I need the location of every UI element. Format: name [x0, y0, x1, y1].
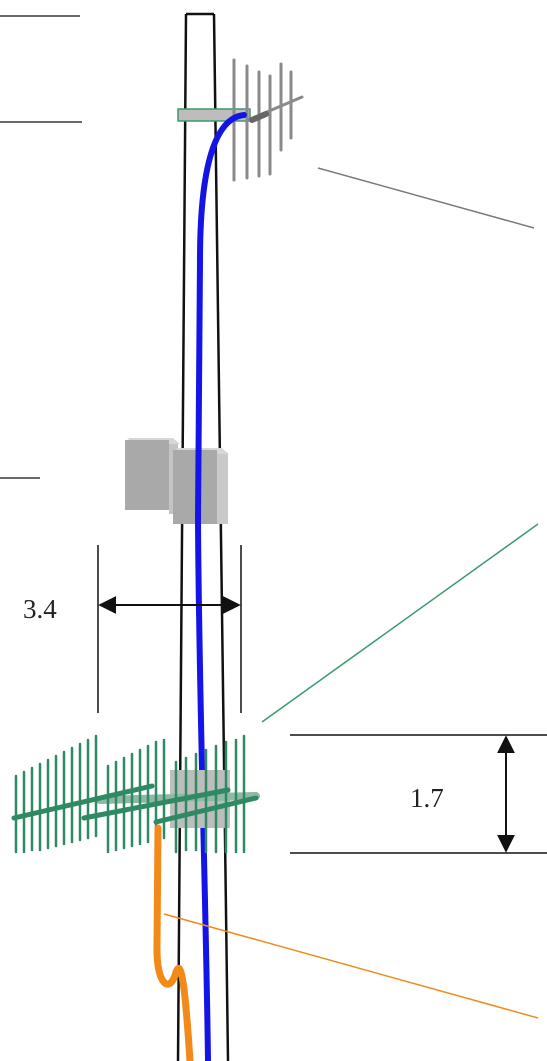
equipment-box-left — [125, 438, 180, 514]
top-antenna-boom-end — [249, 111, 269, 123]
equipment-box-right — [173, 448, 229, 524]
top-antenna-leader-line — [317, 167, 535, 229]
pole — [176, 12, 230, 1061]
orange-cable — [153, 824, 194, 1061]
height-dimension — [290, 734, 547, 854]
width-dimension — [97, 545, 242, 713]
orange-cable-leader-line — [163, 913, 539, 1019]
yagi-antenna-array — [11, 734, 260, 854]
top-antenna — [232, 58, 304, 182]
height-dimension-label: 1.7 — [410, 783, 444, 813]
width-dimension-label: 3.4 — [23, 594, 57, 624]
yagi-antenna-leader-line — [261, 523, 539, 723]
